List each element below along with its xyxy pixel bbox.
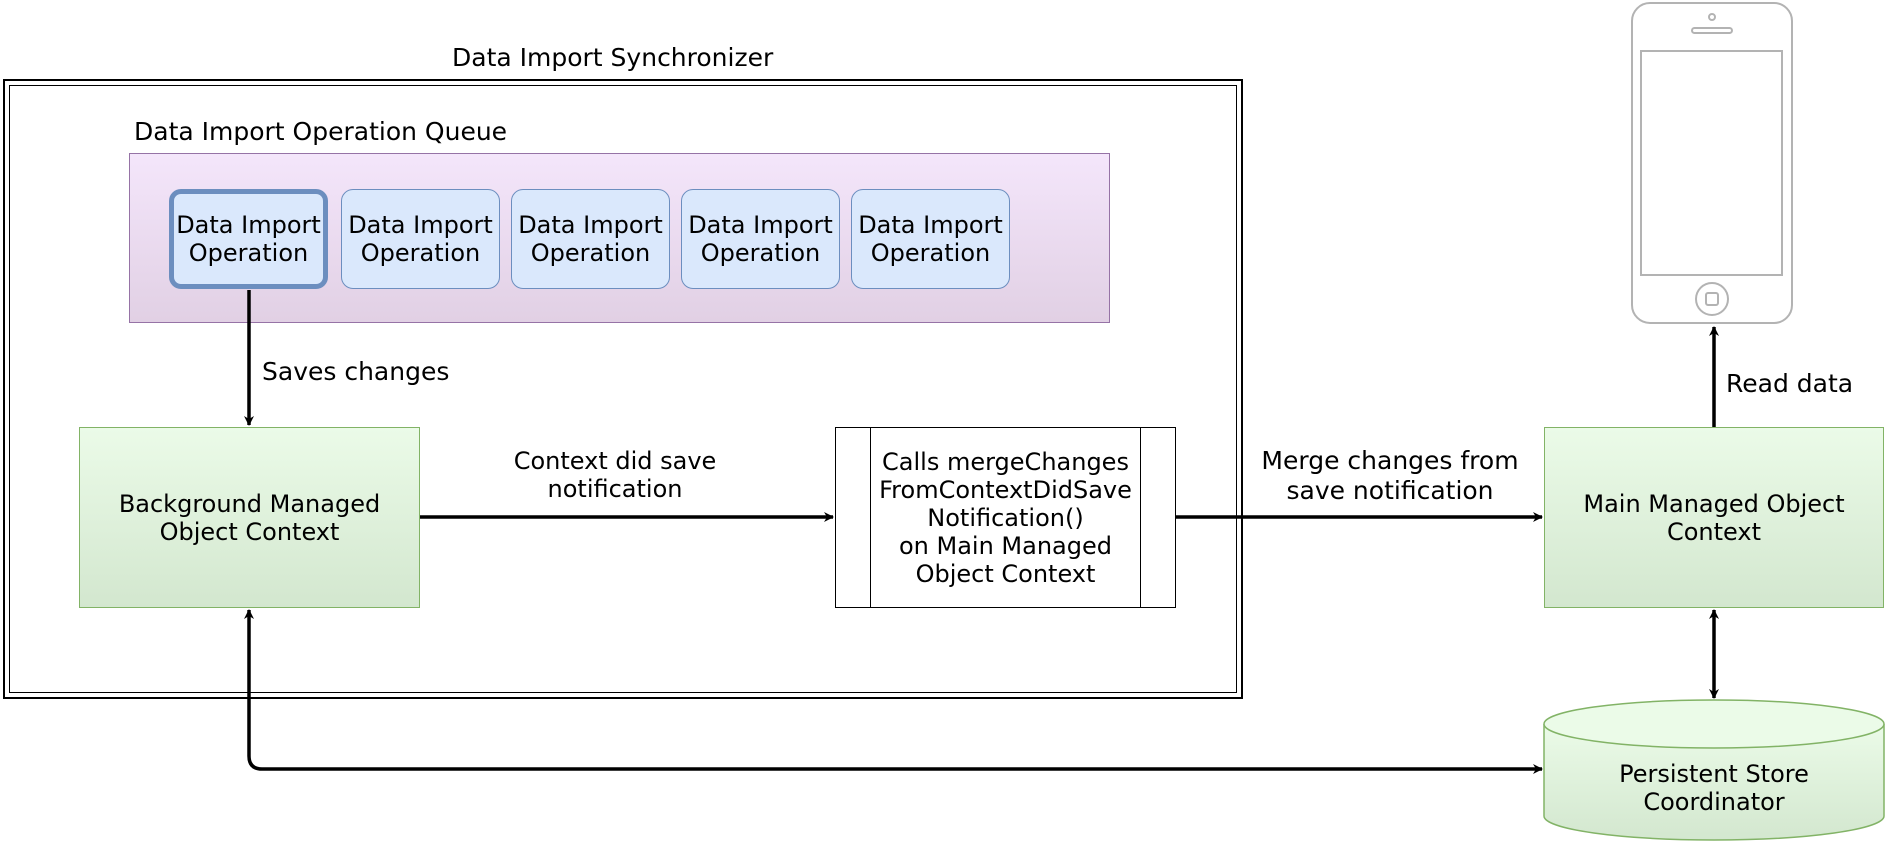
operation-label-line1: Data Import [858,211,1003,239]
context-did-save-line2: notification [547,475,683,503]
main-context-line2: Context [1666,517,1762,546]
coordinator-line2: Coordinator [1643,788,1785,816]
merge-changes-label: Merge changes from save notification [1235,446,1545,506]
persistent-store-cylinder[interactable] [1543,699,1885,841]
process-left-bar [870,428,871,607]
operation-label-line1: Data Import [688,211,833,239]
operation-label-line1: Data Import [176,211,321,239]
merge-changes-line2: save notification [1286,476,1494,505]
read-data-label: Read data [1726,369,1854,398]
operation-label-line1: Data Import [518,211,663,239]
merge-box-line5: Object Context [915,559,1096,588]
merge-process-box[interactable]: Calls mergeChanges FromContextDidSave No… [835,427,1176,608]
context-did-save-label: Context did save notification [470,447,760,503]
coordinator-line1: Persistent Store [1619,760,1809,788]
coordinator-label: Persistent Store Coordinator [1544,760,1884,816]
operation-label-line2: Operation [360,239,481,267]
merge-box-line4: on Main Managed [898,531,1112,560]
context-did-save-line1: Context did save [513,447,717,475]
process-right-bar [1140,428,1141,607]
operation-label-line2: Operation [530,239,651,267]
merge-changes-line1: Merge changes from [1261,446,1519,475]
merge-box-line1: Calls mergeChanges [882,447,1129,476]
operation-label-line2: Operation [700,239,821,267]
background-context-line1: Background Managed [118,489,381,518]
phone-icon [1631,2,1793,324]
main-context-line1: Main Managed Object [1583,489,1845,518]
operation-label-line2: Operation [870,239,991,267]
operation-label-line2: Operation [188,239,309,267]
saves-changes-label: Saves changes [262,357,450,386]
synchronizer-title: Data Import Synchronizer [452,43,774,72]
background-coordinator-arrow [244,609,1543,774]
merge-box-line2: FromContextDidSave [879,475,1132,504]
queue-title: Data Import Operation Queue [134,117,508,146]
merge-box-line3: Notification() [927,503,1084,532]
background-context-line2: Object Context [159,517,340,546]
operation-label-line1: Data Import [348,211,493,239]
